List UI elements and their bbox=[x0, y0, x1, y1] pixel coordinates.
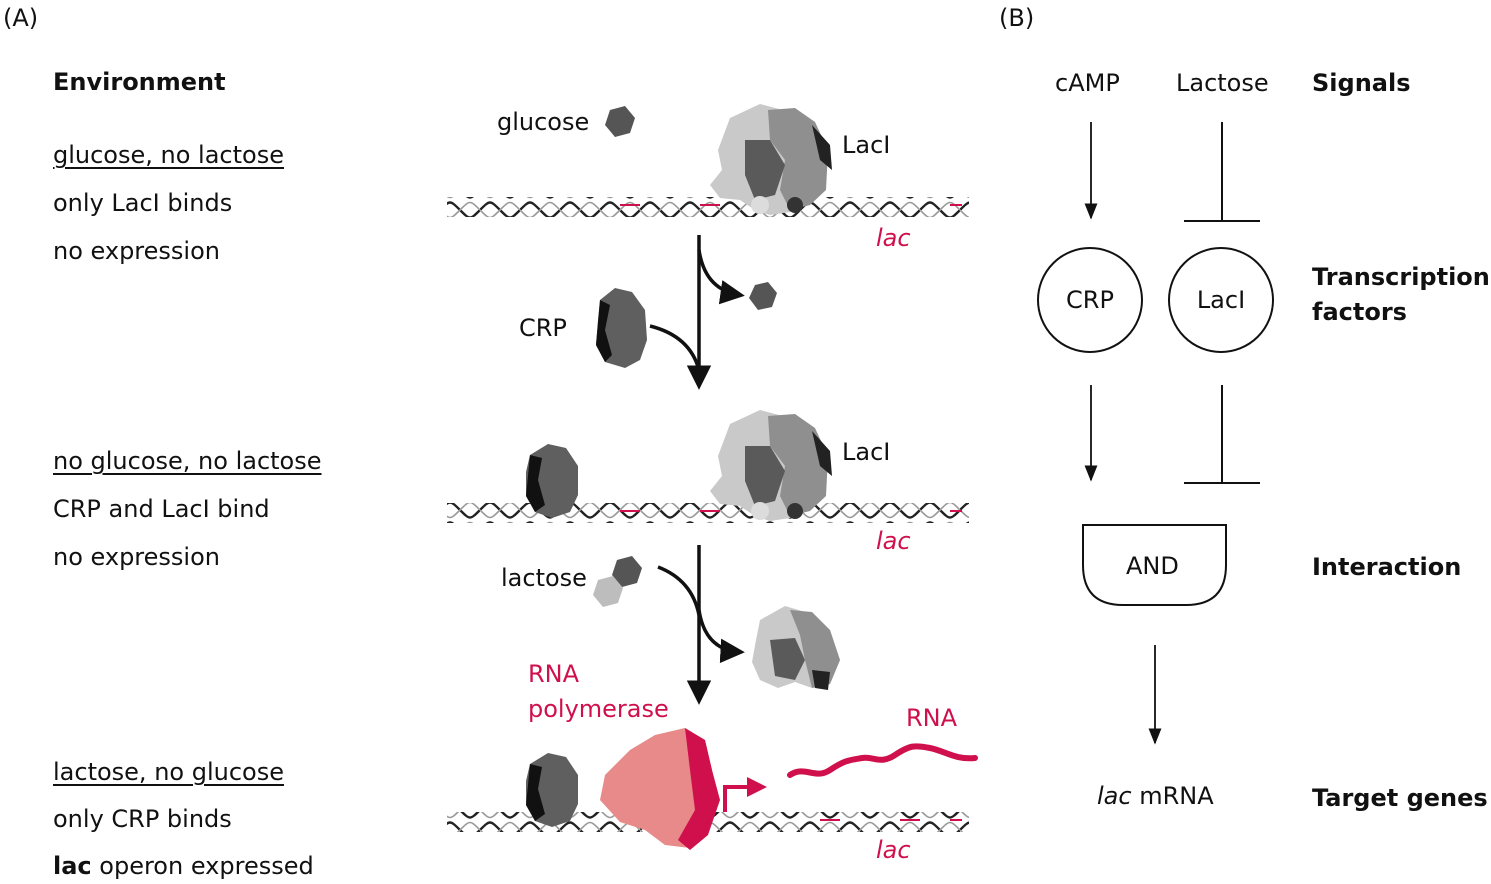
laci-node-label: LacI bbox=[1196, 286, 1246, 314]
panel-b-label: (B) bbox=[999, 4, 1035, 32]
row-label-signals: Signals bbox=[1312, 69, 1411, 97]
target-lac: lac bbox=[1097, 782, 1132, 810]
lac-bold: lac bbox=[53, 852, 92, 880]
laci-label-1: LacI bbox=[842, 131, 891, 159]
crp-protein-bound-2 bbox=[526, 444, 578, 518]
laci-label-2: LacI bbox=[842, 438, 891, 466]
and-gate-label: AND bbox=[1126, 552, 1179, 580]
laci-inhibits-gate bbox=[1184, 385, 1260, 484]
rna-polymerase-protein bbox=[600, 728, 720, 850]
lactose-label: lactose bbox=[501, 564, 587, 592]
state-2-condition: no glucose, no lactose bbox=[53, 447, 322, 475]
lactose-inhibits-laci bbox=[1184, 122, 1260, 222]
crp-protein-free bbox=[596, 288, 647, 368]
row-label-tf-line1: Transcription bbox=[1312, 263, 1490, 291]
laci-protein-released bbox=[752, 606, 840, 690]
and-gate bbox=[1082, 524, 1227, 606]
row-label-interaction: Interaction bbox=[1312, 553, 1462, 581]
dna-strand-1 bbox=[447, 197, 969, 217]
state-2-expression: no expression bbox=[53, 543, 220, 571]
target-mrna-rest: mRNA bbox=[1131, 782, 1214, 810]
lac-label-3: lac bbox=[876, 836, 911, 864]
rna-polymerase-label-line2: polymerase bbox=[528, 695, 669, 723]
laci-node bbox=[1168, 247, 1274, 353]
environment-header: Environment bbox=[53, 68, 226, 96]
crp-protein-bound-3 bbox=[526, 753, 578, 827]
lac-label-1: lac bbox=[876, 224, 911, 252]
state-1-binding: only LacI binds bbox=[53, 189, 233, 217]
row-label-tf-line2: factors bbox=[1312, 298, 1407, 326]
lactose-signal: Lactose bbox=[1176, 69, 1269, 97]
laci-protein-1 bbox=[710, 104, 832, 215]
rna-label: RNA bbox=[906, 704, 958, 732]
transition-arrow-1 bbox=[649, 235, 745, 390]
target-mrna: lac mRNA bbox=[1097, 782, 1214, 810]
state-3-condition: lactose, no glucose bbox=[53, 758, 284, 786]
dna-strand-2 bbox=[447, 503, 969, 523]
promoter-arrow bbox=[723, 777, 767, 812]
glucose-molecule-1 bbox=[605, 106, 635, 137]
crp-node-label: CRP bbox=[1066, 286, 1114, 314]
crp-label: CRP bbox=[519, 314, 567, 342]
state-3-binding: only CRP binds bbox=[53, 805, 232, 833]
state-2-binding: CRP and LacI bind bbox=[53, 495, 270, 523]
rna-transcript bbox=[787, 743, 978, 778]
rna-polymerase-label-line1: RNA bbox=[528, 660, 580, 688]
transition-arrow-2 bbox=[657, 545, 745, 705]
state-1-condition: glucose, no lactose bbox=[53, 141, 284, 169]
lactose-molecule-light bbox=[593, 576, 623, 607]
operon-expressed: operon expressed bbox=[91, 852, 314, 880]
state-3-expression: lac operon expressed bbox=[53, 852, 314, 880]
laci-protein-2 bbox=[710, 410, 832, 521]
crp-node bbox=[1037, 247, 1143, 353]
glucose-label: glucose bbox=[497, 108, 590, 136]
state-1-expression: no expression bbox=[53, 237, 220, 265]
camp-signal: cAMP bbox=[1055, 69, 1120, 97]
glucose-molecule-2 bbox=[749, 282, 777, 310]
lac-label-2: lac bbox=[876, 527, 911, 555]
row-label-target: Target genes bbox=[1312, 784, 1488, 812]
panel-a-label: (A) bbox=[3, 4, 39, 32]
lactose-molecule-dark bbox=[612, 556, 642, 587]
